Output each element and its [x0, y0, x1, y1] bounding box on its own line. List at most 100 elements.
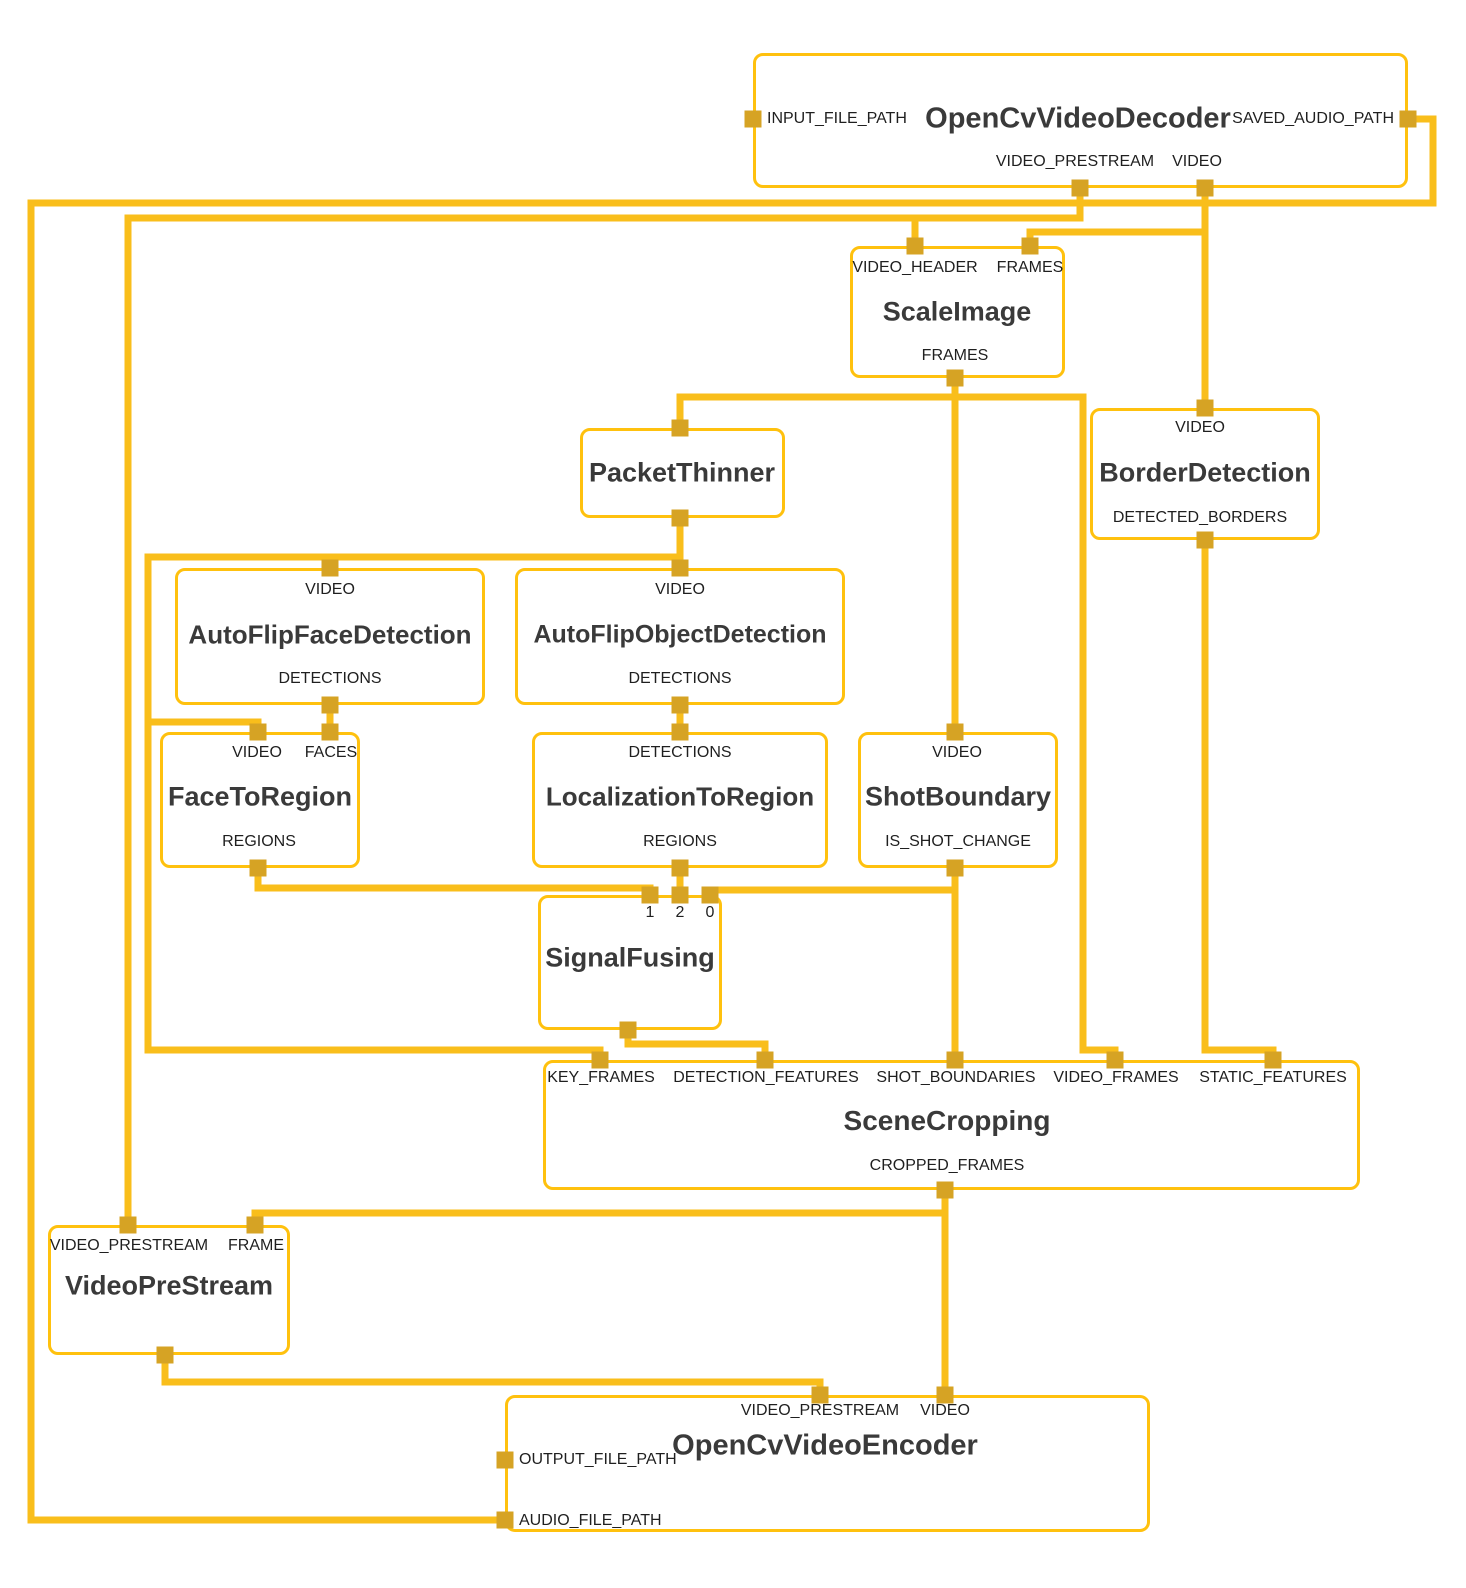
node-title-localization-to-region: LocalizationToRegion — [545, 781, 815, 812]
port-label-autoflip-object-detection-detections: DETECTIONS — [628, 670, 732, 687]
edge-opencvvideodecoder-saved-audio-path--opencvvideoencoder-audio-file-path — [27, 115, 1437, 1524]
node-shot-boundary[interactable] — [858, 732, 1058, 868]
edge-borderdetection-detected-borders--scenecropping-static-features — [1201, 536, 1277, 1064]
port-packet-thinner-in-icon[interactable] — [671, 419, 689, 437]
edge-shotboundary-is-shot-change--signalfusing-0 — [706, 864, 959, 899]
port-signal-fusing-in-2-icon[interactable] — [671, 886, 689, 904]
port-video-pre-stream-frame-in-icon[interactable] — [246, 1216, 264, 1234]
edge-facetoregion-regions--signalfusing-1 — [254, 864, 654, 899]
port-label-face-to-region-video: VIDEO — [232, 744, 282, 761]
node-title-scale-image: ScaleImage — [882, 296, 1032, 327]
port-label-opencv-video-encoder-output-file-path: OUTPUT_FILE_PATH — [519, 1451, 677, 1468]
port-label-face-to-region-faces: FACES — [304, 744, 358, 761]
port-label-video-pre-stream-video-prestream: VIDEO_PRESTREAM — [49, 1237, 209, 1254]
port-autoflip-object-detection-detections-out-icon[interactable] — [671, 696, 689, 714]
node-title-scene-cropping: SceneCropping — [843, 1105, 1051, 1136]
port-label-opencv-video-encoder-audio-file-path: AUDIO_FILE_PATH — [519, 1512, 662, 1529]
node-title-border-detection: BorderDetection — [1099, 457, 1311, 488]
port-label-border-detection-detected-borders: DETECTED_BORDERS — [1112, 509, 1288, 526]
port-border-detection-video-in-icon[interactable] — [1196, 399, 1214, 417]
port-border-detection-detected-borders-out-icon[interactable] — [1196, 531, 1214, 549]
node-title-autoflip-object-detection: AutoFlipObjectDetection — [533, 620, 827, 649]
port-label-opencv-video-encoder-video: VIDEO — [920, 1402, 970, 1419]
port-opencv-video-decoder-video-prestream-out-icon[interactable] — [1071, 179, 1089, 197]
port-shot-boundary-video-in-icon[interactable] — [946, 723, 964, 741]
port-label-scene-cropping-cropped-frames: CROPPED_FRAMES — [869, 1157, 1025, 1174]
port-label-autoflip-face-detection-detections: DETECTIONS — [278, 670, 382, 687]
edge-videoprestream-out--opencvvideoencoder-video-prestream — [161, 1351, 824, 1399]
port-label-signal-fusing-0: 0 — [705, 904, 715, 921]
port-label-scene-cropping-static-features: STATIC_FEATURES — [1199, 1069, 1347, 1086]
port-packet-thinner-out-icon[interactable] — [671, 509, 689, 527]
port-scale-image-frames-in-icon[interactable] — [1021, 237, 1039, 255]
port-face-to-region-regions-out-icon[interactable] — [249, 859, 267, 877]
port-label-video-pre-stream-frame: FRAME — [228, 1237, 284, 1254]
port-autoflip-face-detection-detections-out-icon[interactable] — [321, 696, 339, 714]
port-opencv-video-decoder-saved-audio-path-icon[interactable] — [1399, 110, 1417, 128]
port-label-opencv-video-decoder-saved-audio-path: SAVED_AUDIO_PATH — [1232, 110, 1394, 127]
edge-opencvvideodecoder-video-prestream--videoprestream-video-prestream — [124, 184, 1084, 1229]
node-title-signal-fusing: SignalFusing — [545, 942, 715, 973]
node-title-face-to-region: FaceToRegion — [167, 781, 353, 812]
port-scene-cropping-static-features-in-icon[interactable] — [1264, 1051, 1282, 1069]
port-scale-image-video-header-in-icon[interactable] — [906, 237, 924, 255]
port-label-opencv-video-decoder-video-prestream: VIDEO_PRESTREAM — [995, 153, 1155, 170]
port-label-scene-cropping-detection-features: DETECTION_FEATURES — [673, 1069, 859, 1086]
node-signal-fusing[interactable] — [538, 895, 722, 1030]
port-label-scale-image-frames: FRAMES — [996, 259, 1064, 276]
port-label-signal-fusing-1: 1 — [645, 904, 655, 921]
port-label-shot-boundary-is-shot-change: IS_SHOT_CHANGE — [885, 833, 1031, 850]
port-shot-boundary-is-shot-change-out-icon[interactable] — [946, 859, 964, 877]
node-scale-image[interactable] — [850, 246, 1065, 378]
port-label-shot-boundary-video: VIDEO — [932, 744, 982, 761]
port-scene-cropping-key-frames-in-icon[interactable] — [591, 1051, 609, 1069]
port-autoflip-object-detection-video-in-icon[interactable] — [671, 559, 689, 577]
port-label-scene-cropping-shot-boundaries: SHOT_BOUNDARIES — [876, 1069, 1036, 1086]
port-label-border-detection-video: VIDEO — [1175, 419, 1225, 436]
port-opencv-video-encoder-video-prestream-in-icon[interactable] — [811, 1386, 829, 1404]
port-label-scale-image-frames: FRAMES — [921, 347, 989, 364]
port-signal-fusing-out-icon[interactable] — [619, 1021, 637, 1039]
port-scene-cropping-video-frames-in-icon[interactable] — [1106, 1051, 1124, 1069]
node-autoflip-object-detection[interactable] — [515, 568, 845, 705]
port-scene-cropping-shot-boundaries-in-icon[interactable] — [946, 1051, 964, 1069]
port-opencv-video-decoder-input-file-path-icon[interactable] — [744, 110, 762, 128]
port-label-autoflip-object-detection-video: VIDEO — [655, 581, 705, 598]
port-scene-cropping-detection-features-in-icon[interactable] — [756, 1051, 774, 1069]
port-signal-fusing-in-0-icon[interactable] — [701, 886, 719, 904]
edge-scaleimage-frames--packetthinner-in — [676, 374, 959, 432]
node-title-packet-thinner: PacketThinner — [588, 457, 776, 488]
port-opencv-video-decoder-video-out-icon[interactable] — [1196, 179, 1214, 197]
port-autoflip-face-detection-video-in-icon[interactable] — [321, 559, 339, 577]
node-title-opencv-video-encoder: OpenCvVideoEncoder — [672, 1429, 978, 1462]
port-label-scene-cropping-video-frames: VIDEO_FRAMES — [1053, 1069, 1179, 1086]
port-label-autoflip-face-detection-video: VIDEO — [305, 581, 355, 598]
edge-signalfusing-out--scenecropping-detection-features — [624, 1026, 769, 1064]
port-face-to-region-faces-in-icon[interactable] — [321, 723, 339, 741]
node-border-detection[interactable] — [1090, 408, 1320, 540]
port-label-scene-cropping-key-frames: KEY_FRAMES — [547, 1069, 655, 1086]
port-face-to-region-video-in-icon[interactable] — [249, 723, 267, 741]
node-title-shot-boundary: ShotBoundary — [865, 781, 1051, 812]
port-scale-image-frames-out-icon[interactable] — [946, 369, 964, 387]
port-localization-to-region-detections-in-icon[interactable] — [671, 723, 689, 741]
port-label-localization-to-region-regions: REGIONS — [643, 833, 717, 850]
port-localization-to-region-regions-out-icon[interactable] — [671, 859, 689, 877]
port-opencv-video-encoder-audio-file-path-icon[interactable] — [496, 1511, 514, 1529]
port-label-localization-to-region-detections: DETECTIONS — [628, 744, 732, 761]
port-video-pre-stream-out-icon[interactable] — [156, 1346, 174, 1364]
port-opencv-video-encoder-output-file-path-icon[interactable] — [496, 1451, 514, 1469]
port-label-opencv-video-decoder-video: VIDEO — [1172, 153, 1222, 170]
port-label-opencv-video-encoder-video-prestream: VIDEO_PRESTREAM — [740, 1402, 900, 1419]
port-signal-fusing-in-1-icon[interactable] — [641, 886, 659, 904]
port-video-pre-stream-video-prestream-in-icon[interactable] — [119, 1216, 137, 1234]
port-label-scale-image-video-header: VIDEO_HEADER — [852, 259, 978, 276]
edge-scenecropping-cropped-frames--videoprestream-frame — [251, 1186, 949, 1229]
port-label-face-to-region-regions: REGIONS — [222, 833, 296, 850]
port-label-opencv-video-decoder-input-file-path: INPUT_FILE_PATH — [767, 110, 907, 127]
node-opencv-video-decoder[interactable] — [753, 53, 1408, 188]
port-scene-cropping-cropped-frames-out-icon[interactable] — [936, 1181, 954, 1199]
port-opencv-video-encoder-video-in-icon[interactable] — [936, 1386, 954, 1404]
port-label-signal-fusing-2: 2 — [675, 904, 685, 921]
